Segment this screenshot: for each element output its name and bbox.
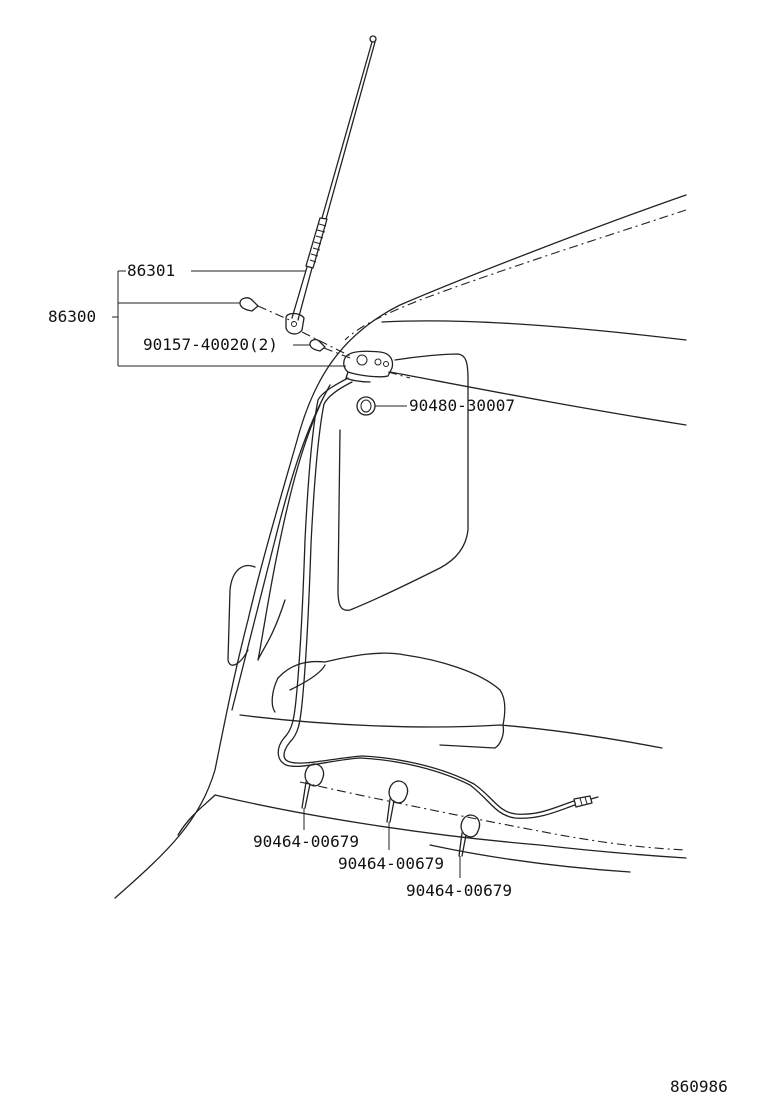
label-antenna-assy: 86300 <box>48 307 96 326</box>
screw-icon <box>309 338 326 352</box>
label-clamp-3: 90464-00679 <box>406 881 512 900</box>
clamp-icon-1 <box>301 763 325 809</box>
assembly-guide-lines <box>257 305 411 379</box>
clamp-icon-3 <box>458 814 481 857</box>
bolt-icon <box>239 297 259 312</box>
label-clamp-1: 90464-00679 <box>253 832 359 851</box>
label-screw: 90157-40020(2) <box>143 335 278 354</box>
clamp-icon-2 <box>386 780 409 823</box>
vehicle-body-outline <box>114 194 687 899</box>
antenna-cable <box>277 377 599 819</box>
antenna-rod <box>285 35 377 335</box>
label-antenna-rod: 86301 <box>127 261 175 280</box>
label-grommet: 90480-30007 <box>409 396 515 415</box>
figure-number: 860986 <box>670 1077 728 1096</box>
label-clamp-2: 90464-00679 <box>338 854 444 873</box>
antenna-base-mount <box>343 350 394 383</box>
grommet-icon <box>356 396 376 416</box>
leader-lines <box>112 270 461 878</box>
